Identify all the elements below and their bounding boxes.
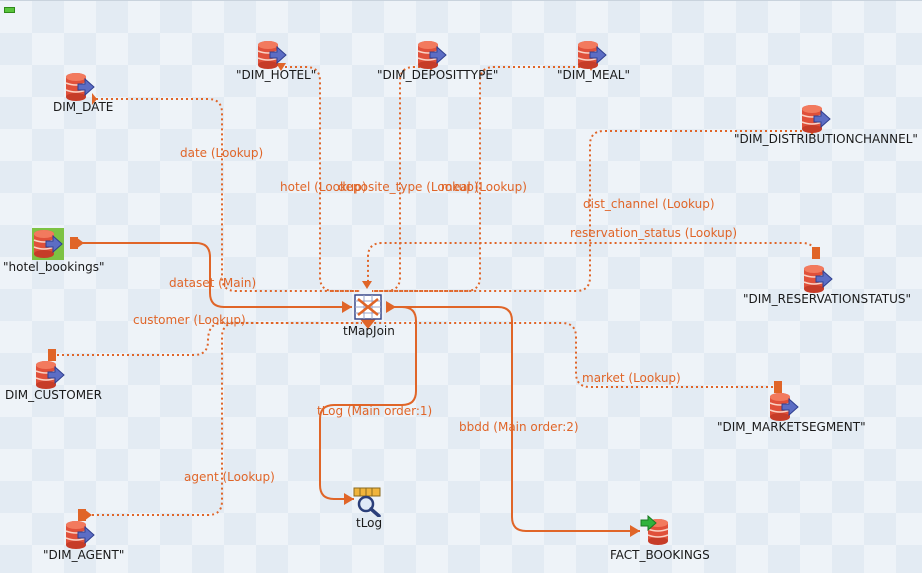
dim-customer-label[interactable]: DIM_CUSTOMER	[5, 388, 102, 402]
tmapjoin-label[interactable]: tMapJoin	[343, 324, 395, 338]
link-label-date[interactable]: date (Lookup)	[180, 146, 264, 160]
dim-deposittype-component[interactable]	[416, 39, 448, 71]
database-input-icon	[34, 359, 66, 391]
link-dist-channel	[372, 130, 812, 292]
link-label-market[interactable]: market (Lookup)	[582, 371, 681, 385]
dim-agent-label[interactable]: "DIM_AGENT"	[43, 548, 125, 562]
link-label-dist-channel[interactable]: dist_channel (Lookup)	[583, 197, 715, 211]
link-date	[96, 98, 360, 292]
dim-date-label[interactable]: DIM_DATE	[53, 100, 114, 114]
link-label-tlog[interactable]: tLog (Main order:1)	[317, 404, 433, 418]
link-label-customer[interactable]: customer (Lookup)	[133, 313, 246, 327]
dim-deposittype-label[interactable]: "DIM_DEPOSITTYPE"	[377, 68, 499, 82]
database-input-icon	[64, 519, 96, 551]
dim-distributionchannel-label[interactable]: "DIM_DISTRIBUTIONCHANNEL"	[734, 132, 918, 146]
dim-distributionchannel-component[interactable]	[800, 103, 832, 135]
link-tlog	[319, 306, 417, 500]
dim-customer-component[interactable]	[34, 359, 66, 391]
dim-date-component[interactable]	[64, 71, 96, 103]
link-bbdd	[386, 306, 640, 532]
database-input-icon	[802, 263, 834, 295]
link-label-agent[interactable]: agent (Lookup)	[184, 470, 275, 484]
dim-meal-component[interactable]	[576, 39, 608, 71]
tmap-icon	[354, 294, 382, 320]
link-customer	[52, 322, 362, 356]
log-row-icon	[353, 487, 381, 517]
tlog-component[interactable]	[352, 485, 384, 517]
database-input-icon	[32, 228, 64, 260]
tlog-label[interactable]: tLog	[356, 516, 383, 530]
database-output-icon	[640, 515, 669, 545]
database-input-icon	[576, 39, 608, 71]
link-label-meal[interactable]: meal (Lookup)	[441, 180, 527, 194]
dim-marketsegment-label[interactable]: "DIM_MARKETSEGMENT"	[717, 420, 866, 434]
fact-bookings-component[interactable]	[640, 515, 672, 547]
dim-hotel-label[interactable]: "DIM_HOTEL"	[236, 68, 317, 82]
database-input-icon	[768, 391, 800, 423]
link-label-reservation-status[interactable]: reservation_status (Lookup)	[570, 226, 738, 240]
database-input-icon	[800, 103, 832, 135]
tmapjoin-component[interactable]	[352, 291, 384, 323]
link-label-deposit-type[interactable]: deposite_type (Lookup)	[338, 180, 479, 194]
link-hotel	[280, 66, 360, 292]
canvas-corner-marker	[4, 7, 15, 13]
link-market	[374, 322, 778, 388]
link-deposit	[372, 66, 430, 292]
hotel-bookings-component[interactable]	[32, 228, 64, 260]
link-label-hotel[interactable]: hotel (Lookup)	[280, 180, 367, 194]
link-agent	[82, 322, 362, 516]
link-label-dataset[interactable]: dataset (Main)	[169, 276, 257, 290]
database-input-icon	[64, 71, 96, 103]
fact-bookings-label[interactable]: FACT_BOOKINGS	[610, 548, 710, 562]
dim-reservationstatus-component[interactable]	[802, 263, 834, 295]
link-dataset	[76, 242, 352, 308]
dim-agent-component[interactable]	[64, 519, 96, 551]
dim-hotel-component[interactable]	[256, 39, 288, 71]
link-reservation-status	[367, 242, 817, 283]
link-label-bbdd[interactable]: bbdd (Main order:2)	[459, 420, 579, 434]
dim-meal-label[interactable]: "DIM_MEAL"	[557, 68, 631, 82]
dim-marketsegment-component[interactable]	[768, 391, 800, 423]
database-input-icon	[256, 39, 288, 71]
hotel-bookings-label[interactable]: "hotel_bookings"	[3, 260, 105, 274]
link-meal	[372, 66, 590, 292]
dim-reservationstatus-label[interactable]: "DIM_RESERVATIONSTATUS"	[743, 292, 912, 306]
database-input-icon	[416, 39, 448, 71]
